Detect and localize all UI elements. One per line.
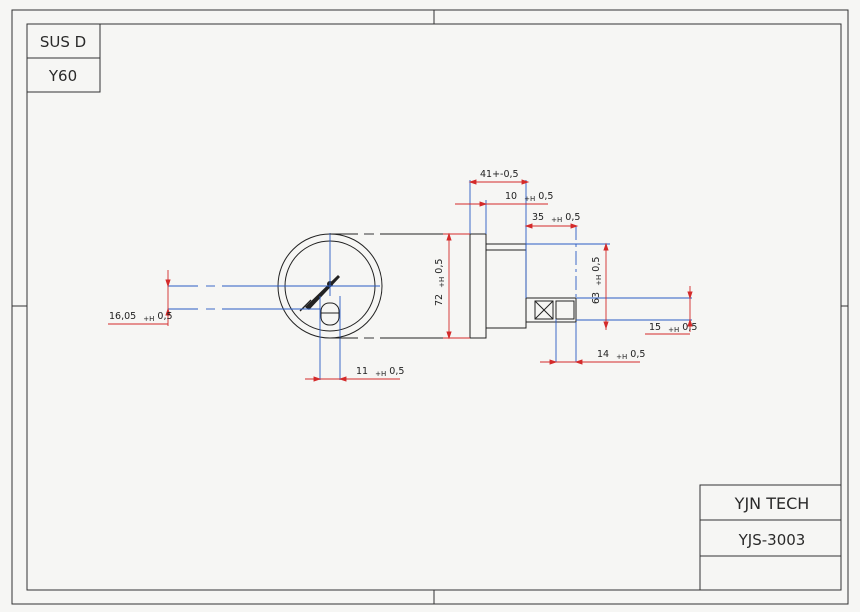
dim-14-label: 14 +H 0,5 bbox=[597, 349, 645, 362]
dim-72-label: 72 +H 0,5 bbox=[434, 259, 447, 306]
dim-16-main: 16,05 bbox=[109, 311, 136, 322]
title-block: YJN TECH YJS-3003 bbox=[699, 484, 842, 591]
size-label: Y60 bbox=[48, 67, 77, 85]
dim-10-main: 10 bbox=[505, 191, 517, 202]
dim-14-prefix: +H bbox=[616, 353, 627, 361]
dim-16-prefix: +H bbox=[143, 315, 154, 323]
dim-35-tol: 0,5 bbox=[565, 212, 580, 223]
dim-72-tol: 0,5 bbox=[434, 259, 445, 274]
dim-35-prefix: +H bbox=[551, 216, 562, 224]
gauge-socket bbox=[525, 297, 577, 323]
dim-14-main: 14 bbox=[597, 349, 609, 360]
gauge-front-view bbox=[168, 233, 470, 380]
dim-72-prefix: +H bbox=[438, 277, 446, 288]
side-centerlines bbox=[469, 180, 692, 362]
dim-11-label: 11 +H 0,5 bbox=[356, 366, 404, 379]
gauge-hex-nut bbox=[534, 300, 554, 320]
dim-35-main: 35 bbox=[532, 212, 544, 223]
drawing-frame bbox=[11, 9, 849, 605]
gauge-thread bbox=[555, 300, 575, 320]
dim-16-tol: 0,5 bbox=[157, 311, 172, 322]
dim-72-main: 72 bbox=[434, 294, 445, 306]
dim-15-tol: 0,5 bbox=[682, 322, 697, 333]
dim-15-prefix: +H bbox=[668, 326, 679, 334]
corner-table: SUS D Y60 bbox=[26, 23, 101, 93]
dim-63-tol: 0,5 bbox=[591, 257, 602, 272]
dim-11-tol: 0,5 bbox=[389, 366, 404, 377]
gauge-needle bbox=[305, 275, 340, 310]
gauge-case-side bbox=[469, 233, 487, 339]
dimension-labels: 41+-0,5 10 +H 0,5 35 +H 0,5 72 +H 0,5 63… bbox=[109, 169, 697, 379]
front-centerlines bbox=[168, 233, 380, 380]
dim-10-label: 10 +H 0,5 bbox=[505, 191, 553, 204]
model-number: YJS-3003 bbox=[738, 531, 806, 549]
dim-16-label: 16,05 +H 0,5 bbox=[109, 311, 173, 324]
gauge-side-view bbox=[469, 233, 577, 339]
dim-63-main: 63 bbox=[591, 292, 602, 304]
dimension-lines bbox=[108, 179, 693, 382]
company-name: YJN TECH bbox=[734, 494, 810, 513]
dim-63-prefix: +H bbox=[595, 275, 603, 286]
dim-15-main: 15 bbox=[649, 322, 661, 333]
gauge-port-slot bbox=[320, 302, 340, 326]
material-label: SUS D bbox=[40, 33, 86, 51]
dim-63-label: 63 +H 0,5 bbox=[591, 257, 604, 304]
dim-10-tol: 0,5 bbox=[538, 191, 553, 202]
dim-10-prefix: +H bbox=[524, 195, 535, 203]
dim-11-prefix: +H bbox=[375, 370, 386, 378]
gauge-case-back bbox=[485, 243, 527, 329]
dim-14-tol: 0,5 bbox=[630, 349, 645, 360]
dim-15-label: 15 +H 0,5 bbox=[649, 322, 697, 335]
dim-41-label: 41+-0,5 bbox=[480, 169, 519, 180]
dim-11-main: 11 bbox=[356, 366, 368, 377]
dim-35-label: 35 +H 0,5 bbox=[532, 212, 580, 225]
